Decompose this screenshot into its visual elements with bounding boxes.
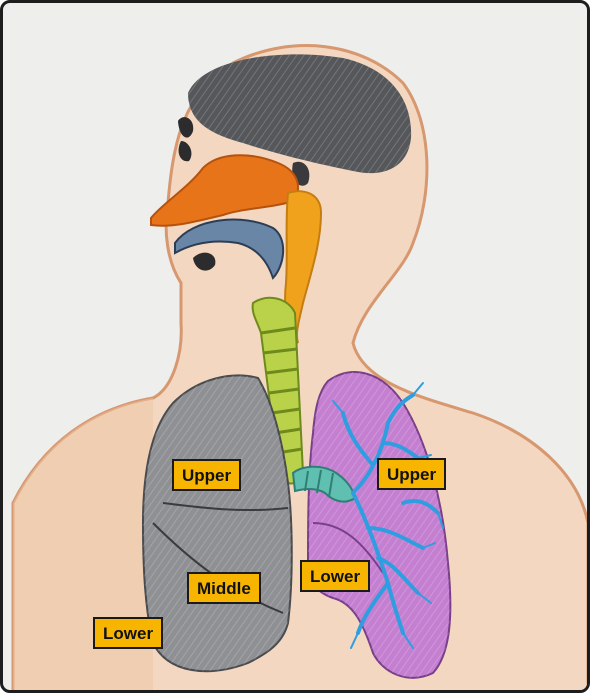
label-right-lung-lower: Lower [93, 617, 163, 649]
right-lung-texture [143, 375, 292, 671]
label-left-lung-upper: Upper [377, 458, 446, 490]
label-left-lung-lower: Lower [300, 560, 370, 592]
label-right-lung-upper: Upper [172, 459, 241, 491]
respiratory-system-drawing [3, 3, 590, 693]
label-right-lung-middle: Middle [187, 572, 261, 604]
